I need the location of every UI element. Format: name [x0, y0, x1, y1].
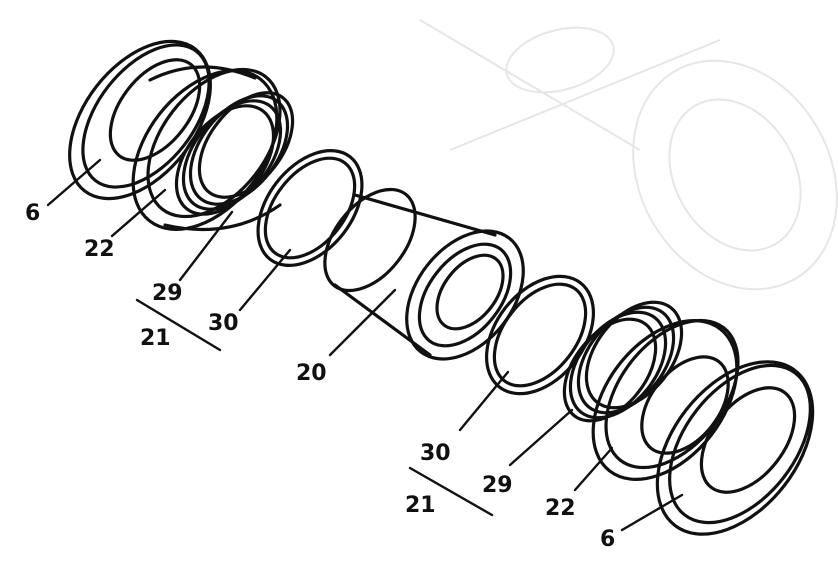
right-seal-housing — [591, 318, 740, 482]
part-labels: 6 22 29 30 21 20 30 29 21 22 6 — [25, 201, 615, 552]
leader-left-seal — [110, 188, 167, 238]
leader-bushing — [328, 288, 397, 357]
background-ghost-drawing — [419, 19, 838, 291]
label-left-seal: 22 — [84, 237, 115, 262]
leader-right-washer — [620, 493, 684, 532]
leader-right-seal — [573, 446, 614, 492]
right-washer — [655, 360, 815, 536]
left-spring — [174, 91, 295, 216]
leader-left-spring — [178, 210, 234, 282]
label-right-spring: 29 — [482, 473, 513, 498]
label-right-seal: 22 — [545, 496, 576, 521]
label-right-assembly: 21 — [405, 493, 436, 518]
label-bushing: 20 — [296, 361, 327, 386]
leader-left-washer — [46, 158, 102, 207]
leader-right-oring — [458, 370, 510, 432]
bracket-right-assembly — [408, 466, 494, 517]
left-o-ring — [256, 149, 364, 267]
center-bushing — [323, 187, 525, 361]
label-left-assembly: 21 — [140, 326, 171, 351]
label-right-oring: 30 — [420, 441, 451, 466]
leader-lines — [46, 158, 684, 532]
leader-left-oring — [238, 248, 292, 312]
label-left-washer: 6 — [25, 201, 40, 226]
label-left-spring: 29 — [152, 281, 183, 306]
label-left-oring: 30 — [208, 311, 239, 336]
bracket-left-assembly — [135, 298, 222, 352]
leader-right-spring — [508, 408, 574, 467]
label-right-washer: 6 — [600, 527, 615, 552]
